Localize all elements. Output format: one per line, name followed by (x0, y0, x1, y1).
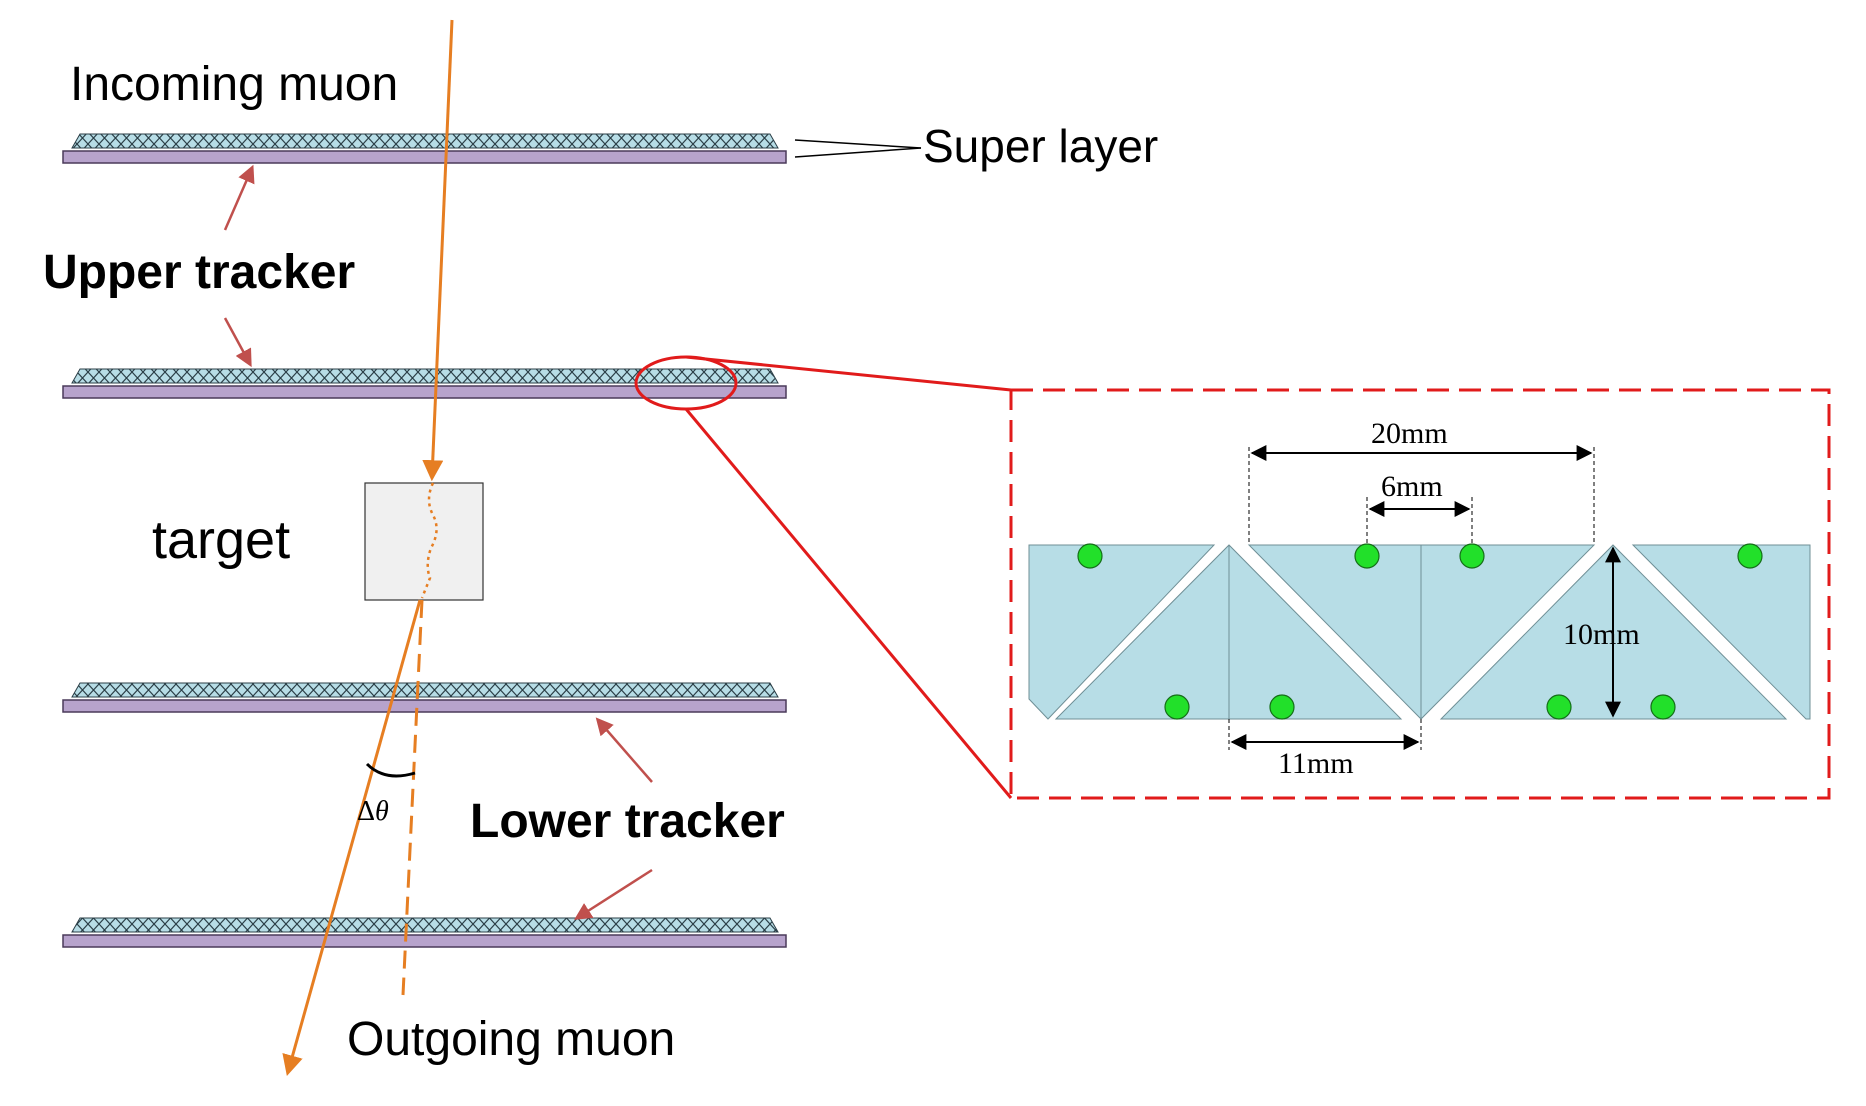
incoming-muon-track (422, 19, 454, 482)
zoom-line-top (685, 355, 1012, 392)
lower-tracker-label: Lower tracker (470, 795, 785, 848)
fiber-dot (1737, 543, 1763, 569)
wavelength-shifting-fibers (1077, 543, 1763, 720)
upper-tracker-pointer-down (223, 317, 252, 368)
zoom-line-bottom (684, 408, 1013, 799)
super-layer-leader-top (794, 139, 922, 149)
fiber-dot (1354, 543, 1380, 569)
super-layer-label: Super layer (923, 120, 1158, 172)
dimension-11mm: 11mm (1228, 719, 1422, 780)
upper-tracker-pointer-up (223, 164, 255, 231)
delta-theta-label: Δθ (357, 796, 389, 827)
fiber-dot (1546, 694, 1572, 720)
target-block (364, 482, 484, 601)
lower-tracker-pointer-up (595, 717, 653, 783)
fiber-dot (1077, 543, 1103, 569)
scintillator-triangles (1028, 544, 1811, 720)
outgoing-muon-label: Outgoing muon (347, 1013, 675, 1066)
fiber-dot (1650, 694, 1676, 720)
outgoing-muon-track (282, 599, 422, 1077)
muon-path-in-target (420, 482, 438, 599)
dim-11mm-label: 11mm (1278, 747, 1354, 780)
dimension-10mm: 10mm (1563, 546, 1640, 718)
fiber-dot (1459, 543, 1485, 569)
tracker-layer-2 (62, 368, 787, 399)
dimension-20mm: 20mm (1248, 417, 1595, 545)
upper-tracker-label: Upper tracker (43, 246, 355, 299)
dim-10mm-label: 10mm (1563, 618, 1640, 651)
target-label: target (152, 510, 290, 570)
tracker-layer-3 (62, 682, 787, 713)
undeflected-path-line (401, 599, 424, 996)
super-layer-leader-bottom (794, 147, 922, 158)
dimension-6mm: 6mm (1366, 470, 1473, 545)
triangle-1 (1028, 544, 1216, 720)
tracker-layer-1 (62, 133, 787, 164)
fiber-dot (1269, 694, 1295, 720)
delta-theta-arc (365, 762, 416, 778)
dim-6mm-label: 6mm (1381, 470, 1443, 503)
fiber-dot (1164, 694, 1190, 720)
lower-tracker-pointer-down (574, 868, 653, 920)
dim-20mm-label: 20mm (1371, 417, 1448, 450)
tracker-layer-4 (62, 917, 787, 948)
incoming-muon-label: Incoming muon (70, 58, 398, 111)
detail-view-frame (1009, 388, 1831, 800)
